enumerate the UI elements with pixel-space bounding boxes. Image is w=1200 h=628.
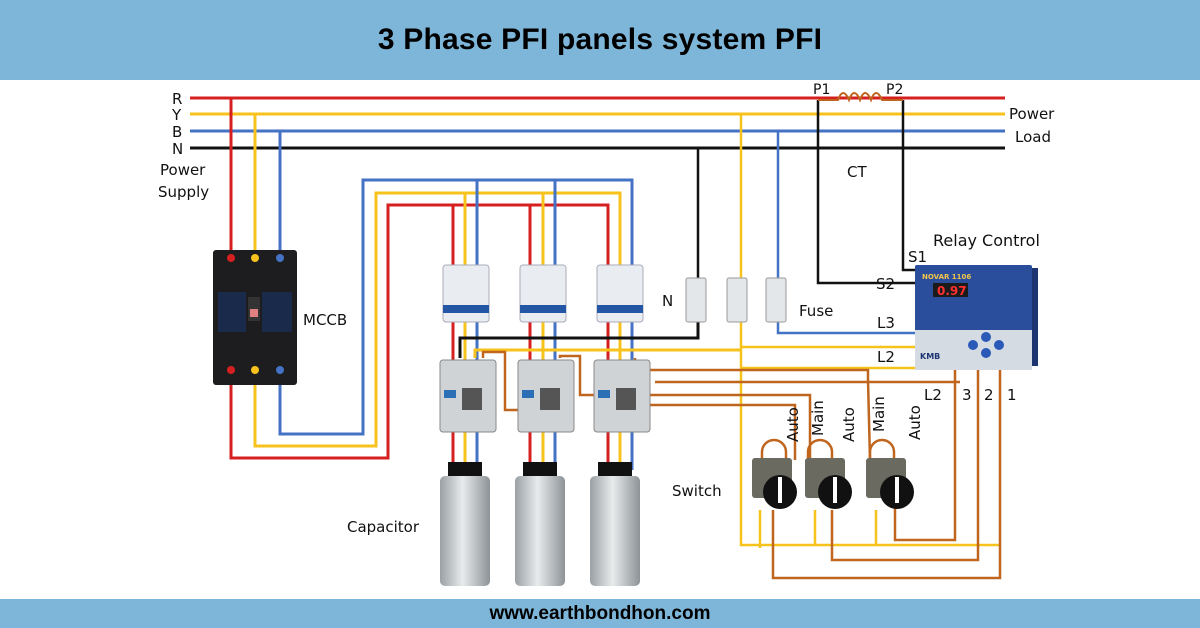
mccb-breaker — [213, 250, 297, 385]
label-switch: Switch — [672, 482, 722, 500]
label-y: Y — [171, 106, 182, 124]
mcb-3 — [596, 264, 644, 323]
label-power: Power — [1009, 105, 1055, 123]
mccb-wiring — [229, 98, 634, 460]
relay-button-up[interactable] — [981, 332, 991, 342]
capacitors — [440, 462, 640, 586]
terminal-1: 1 — [1007, 386, 1017, 404]
label-l3: L3 — [877, 314, 895, 332]
relay-brand: KMB — [920, 352, 940, 361]
relay-display: 0.97 — [937, 284, 967, 298]
control-wiring — [481, 92, 1002, 580]
bus-lines — [190, 96, 1005, 150]
label-p1: P1 — [813, 82, 830, 98]
mcb-2 — [519, 264, 567, 323]
title-banner: 3 Phase PFI panels system PFI — [0, 0, 1200, 80]
capacitor-2 — [515, 462, 565, 586]
label-n: N — [172, 140, 183, 158]
terminal-l2: L2 — [924, 386, 942, 404]
contactors — [439, 359, 651, 433]
switch-label-auto-3: Auto — [906, 405, 924, 440]
mcb-1 — [442, 264, 490, 323]
footer-banner: www.earthbondhon.com — [0, 599, 1200, 628]
contactor-3 — [593, 359, 651, 433]
label-l2: L2 — [877, 348, 895, 366]
terminal-2: 2 — [984, 386, 994, 404]
label-capacitor: Capacitor — [347, 518, 420, 536]
terminal-3: 3 — [962, 386, 972, 404]
label-s2: S2 — [876, 275, 895, 293]
relay-controller: NOVAR 1106 0.97 KMB — [915, 265, 1038, 370]
label-ct: CT — [847, 163, 867, 181]
relay-button-p[interactable] — [968, 340, 978, 350]
label-power-supply-2: Supply — [158, 183, 209, 201]
switch-label-auto-1: Auto — [784, 407, 802, 442]
label-p2: P2 — [886, 82, 903, 98]
label-b: B — [172, 123, 182, 141]
capacitor-3 — [590, 462, 640, 586]
label-n: N — [662, 292, 673, 310]
label-s1: S1 — [908, 248, 927, 266]
relay-button-down[interactable] — [981, 348, 991, 358]
contactor-2 — [517, 359, 575, 433]
selector-switch-3[interactable] — [866, 458, 914, 509]
label-r: R — [172, 90, 182, 108]
label-relay-control: Relay Control — [933, 231, 1040, 250]
capacitor-1 — [440, 462, 490, 586]
switch-label-auto-2: Auto — [840, 407, 858, 442]
fuse-n — [685, 277, 707, 323]
selector-switch-2[interactable] — [805, 458, 852, 509]
selector-switches — [752, 458, 914, 509]
fuses — [685, 277, 787, 323]
contactor-1 — [439, 359, 497, 433]
footer-url: www.earthbondhon.com — [489, 602, 711, 624]
fuse-l3 — [765, 277, 787, 323]
mcb-breakers — [442, 264, 644, 323]
selector-switch-1[interactable] — [752, 458, 797, 509]
label-load: Load — [1015, 128, 1051, 146]
label-mccb: MCCB — [303, 311, 347, 329]
page-title: 3 Phase PFI panels system PFI — [377, 23, 823, 56]
relay-model: NOVAR 1106 — [922, 273, 971, 281]
relay-button-m[interactable] — [994, 340, 1004, 350]
label-power-supply-1: Power — [160, 161, 206, 179]
switch-label-main-1: Main — [809, 400, 827, 436]
label-fuse: Fuse — [799, 302, 833, 320]
switch-label-main-2: Main — [870, 396, 888, 432]
fuse-l2 — [726, 277, 748, 323]
